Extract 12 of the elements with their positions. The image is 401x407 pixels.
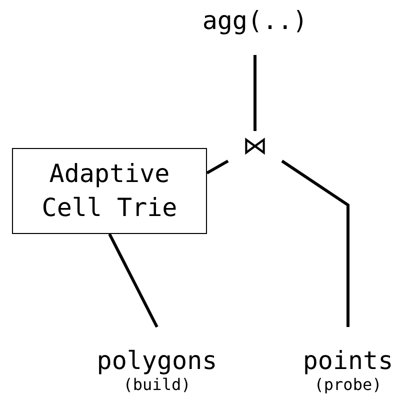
process-box xyxy=(12,148,207,234)
connector-line xyxy=(206,160,229,174)
node-label: polygons xyxy=(96,346,218,376)
connector-line xyxy=(108,233,158,328)
connector-line xyxy=(281,160,350,327)
connector-line xyxy=(254,55,256,131)
node-caption: (probe) xyxy=(313,376,383,394)
box-label: Adaptive Cell Trie xyxy=(40,158,178,224)
node-caption: (build) xyxy=(122,376,192,394)
join-symbol: ⋈ xyxy=(242,131,268,161)
node-label: points xyxy=(302,346,394,376)
node-label: agg(..) xyxy=(201,6,309,36)
